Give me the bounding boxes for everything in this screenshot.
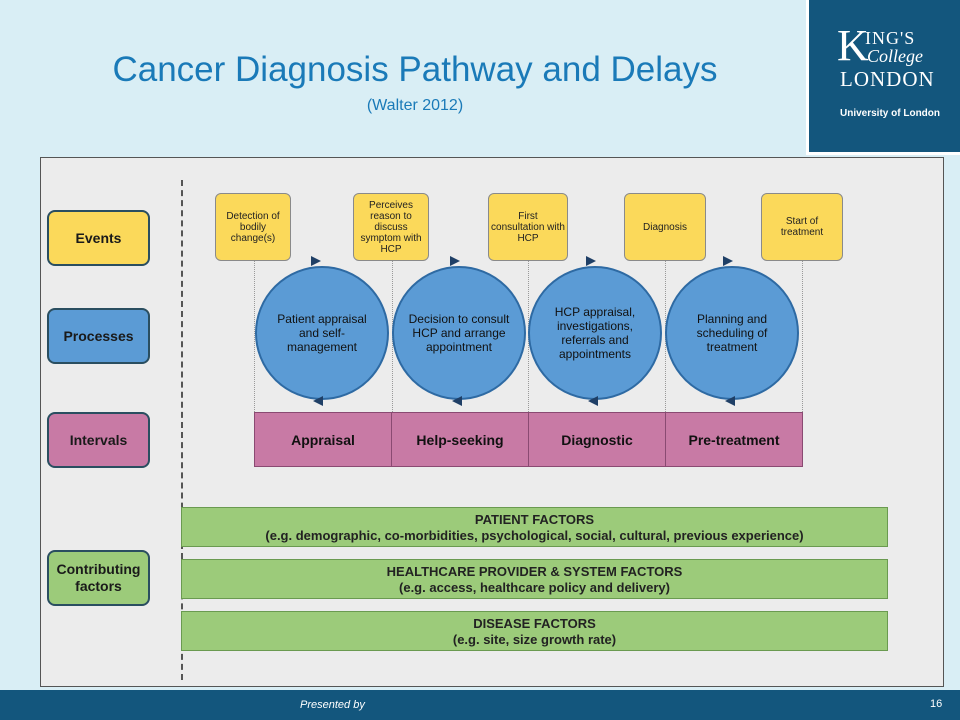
logo-college: College	[867, 46, 923, 66]
arrow-head-bottom	[588, 396, 598, 406]
arrow-head-top	[311, 256, 321, 266]
cycle-arrows	[311, 256, 735, 406]
factor-title: DISEASE FACTORS	[473, 616, 596, 631]
event-diagnosis: Diagnosis	[624, 193, 706, 261]
event-detection: Detection of bodily change(s)	[215, 193, 291, 261]
kings-college-logo: K ING'S College LONDON University of Lon…	[806, 0, 960, 155]
page-number: 16	[930, 698, 943, 710]
factor-title: PATIENT FACTORS	[474, 512, 595, 527]
event-perceives-reason: Perceives reason to discuss symptom with…	[353, 193, 429, 261]
logo-ings: ING'S	[865, 28, 916, 48]
factor-healthcare-provider: HEALTHCARE PROVIDER & SYSTEM FACTORS (e.…	[181, 559, 888, 599]
factor-detail: (e.g. demographic, co-morbidities, psych…	[265, 528, 804, 543]
logo-london: LONDON	[840, 67, 935, 91]
row-label-contributing-factors: Contributing factors	[47, 550, 150, 606]
process-decision-to-consult: Decision to consult HCP and arrange appo…	[392, 266, 526, 400]
factor-detail: (e.g. site, size growth rate)	[452, 632, 617, 647]
logo-university: University of London	[840, 108, 940, 119]
footer-bar: Presented by 16	[0, 690, 960, 720]
factor-title: HEALTHCARE PROVIDER & SYSTEM FACTORS	[386, 564, 683, 579]
factor-patient: PATIENT FACTORS (e.g. demographic, co-mo…	[181, 507, 888, 547]
arrow-head-bottom	[452, 396, 462, 406]
process-hcp-appraisal: HCP appraisal, investigations, referrals…	[528, 266, 662, 400]
timeline-dotted-line	[254, 258, 255, 412]
arrow-head-bottom	[725, 396, 735, 406]
slide-subtitle: (Walter 2012)	[366, 97, 464, 114]
event-start-of-treatment: Start of treatment	[761, 193, 843, 261]
row-label-intervals: Intervals	[47, 412, 150, 468]
process-patient-appraisal: Patient appraisal and self-management	[255, 266, 389, 400]
row-label-events: Events	[47, 210, 150, 266]
dashed-separator	[181, 180, 183, 680]
slide-title: Cancer Diagnosis Pathway and Delays	[112, 50, 718, 89]
factor-disease: DISEASE FACTORS (e.g. site, size growth …	[181, 611, 888, 651]
timeline-dotted-line	[802, 258, 803, 412]
interval-help-seeking: Help-seeking	[391, 412, 529, 467]
process-planning-treatment: Planning and scheduling of treatment	[665, 266, 799, 400]
arrow-head-top	[586, 256, 596, 266]
row-label-processes: Processes	[47, 308, 150, 364]
event-first-consultation: First consultation with HCP	[488, 193, 568, 261]
interval-pre-treatment: Pre-treatment	[665, 412, 803, 467]
interval-diagnostic: Diagnostic	[528, 412, 666, 467]
interval-appraisal: Appraisal	[254, 412, 392, 467]
presented-by: Presented by	[300, 699, 365, 711]
factor-detail: (e.g. access, healthcare policy and deli…	[399, 580, 670, 595]
pathway-diagram: Events Processes Intervals Contributing …	[40, 157, 944, 687]
arrow-head-top	[450, 256, 460, 266]
arrow-head-top	[723, 256, 733, 266]
logo-k: K	[837, 21, 869, 70]
arrow-head-bottom	[313, 396, 323, 406]
